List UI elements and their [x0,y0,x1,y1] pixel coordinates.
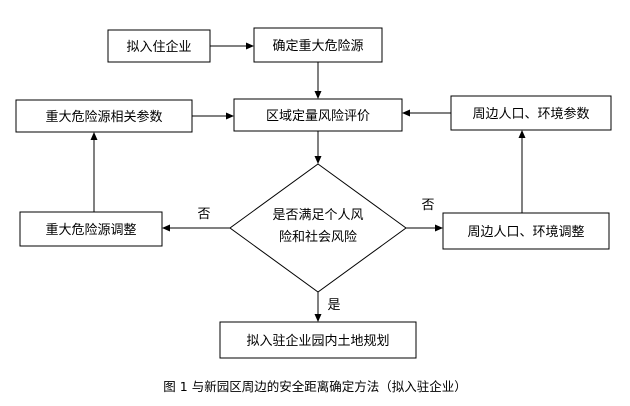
node-hazard-adjust: 重大危险源调整 [19,211,163,247]
node-hazard-params-label: 重大危险源相关参数 [45,109,162,125]
node-hazard-params: 重大危险源相关参数 [15,99,193,133]
node-decision-label-line1: 是否满足个人风 [272,208,363,223]
label-yes: 是 [327,298,340,313]
node-land-planning: 拟入驻企业园内土地规划 [219,321,417,359]
node-determine-hazard: 确定重大危险源 [253,27,383,63]
node-hazard-adjust-label: 重大危险源调整 [45,222,136,238]
node-surrounding-adjust: 周边人口、环境调整 [442,212,610,250]
node-surrounding-params-label: 周边人口、环境参数 [472,106,589,122]
node-surrounding-adjust-label: 周边人口、环境调整 [467,225,584,240]
node-risk-evaluation-label: 区域定量风险评价 [266,109,370,124]
label-no-right: 否 [421,198,434,213]
node-land-planning-label: 拟入驻企业园内土地规划 [246,333,389,349]
node-enterprise: 拟入住企业 [107,29,211,63]
node-enterprise-label: 拟入住企业 [126,39,191,55]
node-decision-label-line2: 险和社会风险 [279,229,357,245]
label-no-left: 否 [197,207,210,222]
figure-caption: 图 1 与新园区周边的安全距离确定方法（拟入驻企业） [163,379,466,394]
node-risk-evaluation: 区域定量风险评价 [233,98,403,132]
node-surrounding-params: 周边人口、环境参数 [450,95,612,131]
node-determine-hazard-label: 确定重大危险源 [272,38,363,54]
node-decision: 是否满足个人风 险和社会风险 [229,163,407,293]
